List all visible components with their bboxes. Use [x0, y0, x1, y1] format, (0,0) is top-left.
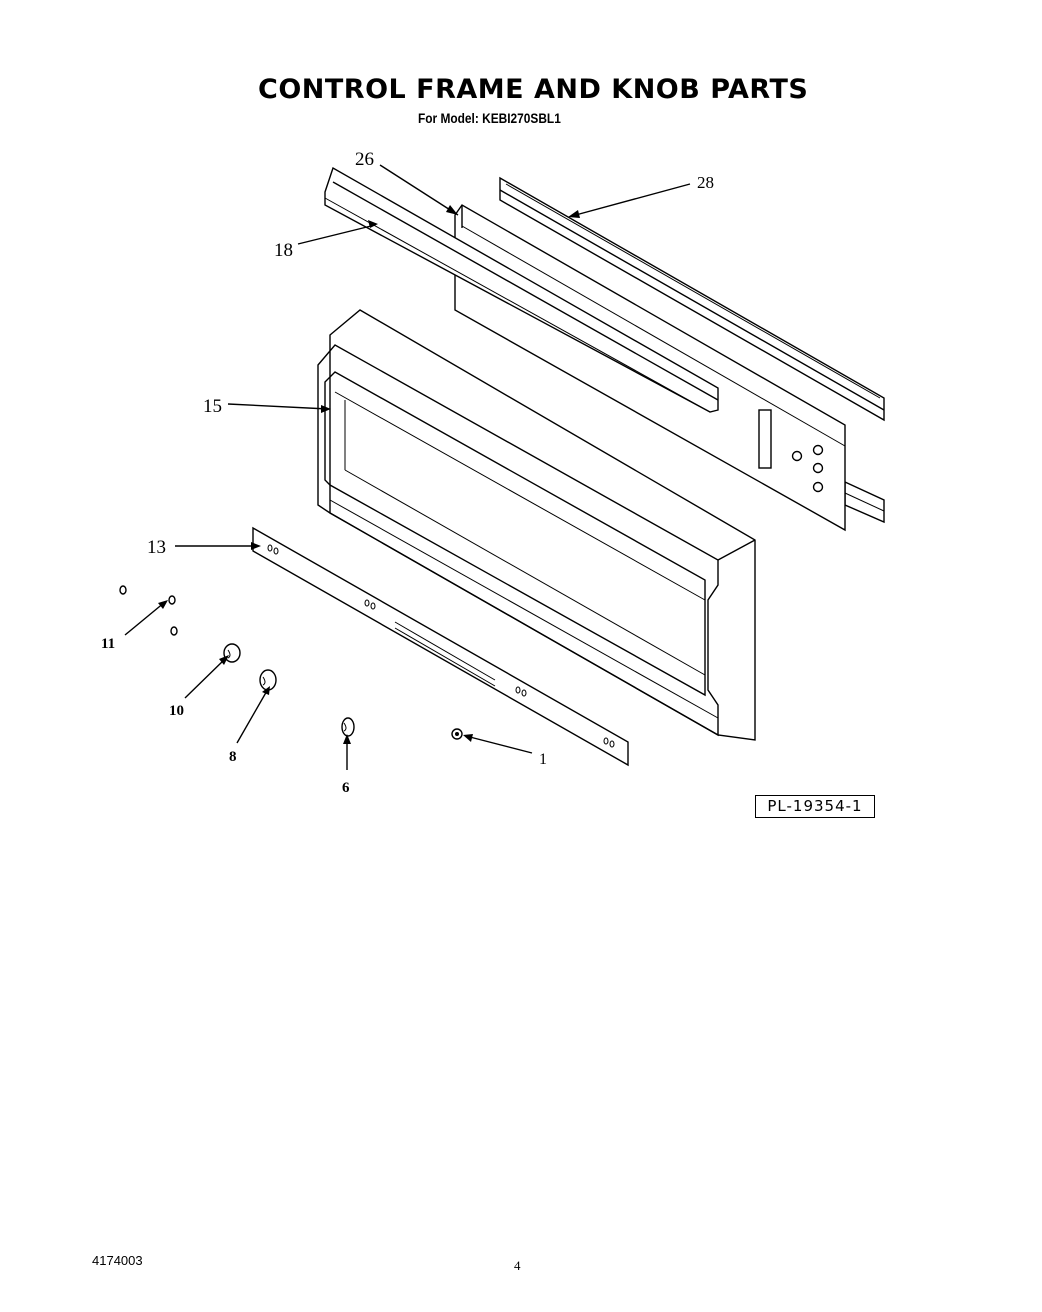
- document-number: 4174003: [92, 1253, 143, 1268]
- callout-28: 28: [697, 173, 714, 192]
- callout-26: 26: [355, 149, 374, 170]
- part-10-knob: [223, 643, 241, 663]
- callout-6: 6: [342, 780, 350, 796]
- part-15-frame: [317, 309, 756, 741]
- callout-11: 11: [101, 636, 115, 652]
- plate-id-box: PL-19354-1: [755, 795, 875, 818]
- callout-15: 15: [203, 396, 222, 417]
- part-18-rail: [324, 166, 719, 413]
- callout-10: 10: [169, 703, 184, 719]
- part-1-button: [451, 728, 463, 740]
- callout-18: 18: [274, 240, 293, 261]
- part-28-rail: [499, 176, 885, 524]
- callout-13: 13: [147, 537, 166, 558]
- leader-lines: [124, 164, 691, 770]
- callout-1: 1: [539, 751, 547, 768]
- callout-8: 8: [229, 749, 237, 765]
- page-title: CONTROL FRAME AND KNOB PARTS: [258, 74, 809, 105]
- model-subtitle: For Model: KEBI270SBL1: [418, 110, 561, 126]
- part-11-clips: [119, 585, 178, 636]
- part-6-knob: [341, 717, 355, 737]
- page-number: 4: [514, 1258, 521, 1273]
- part-8-knob: [259, 669, 277, 691]
